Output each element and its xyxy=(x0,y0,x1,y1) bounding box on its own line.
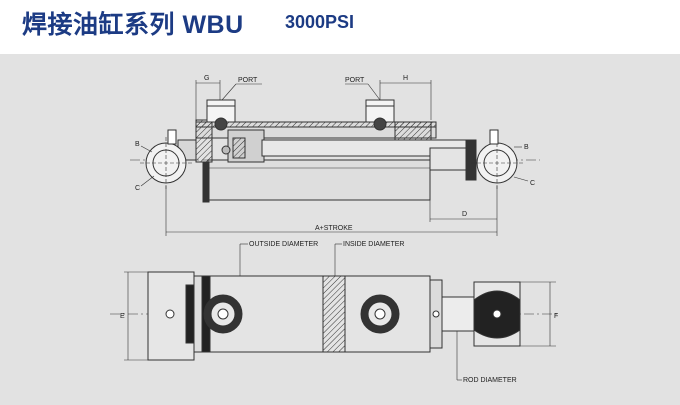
outside-diameter-label: OUTSIDE DIAMETER xyxy=(249,241,318,248)
inside-diameter-label: INSIDE DIAMETER xyxy=(343,241,404,248)
dim-c-left-label: C xyxy=(135,185,140,192)
dim-f-label: F xyxy=(554,313,558,320)
dim-c-right-label: C xyxy=(530,180,535,187)
dim-e-label: E xyxy=(120,313,125,320)
port-right-label: PORT xyxy=(345,77,365,84)
dim-b-left-label: B xyxy=(135,141,140,148)
dim-h-label: H xyxy=(403,75,408,82)
top-view xyxy=(110,243,560,381)
side-section-view xyxy=(130,80,540,236)
header: 焊接油缸系列 WBU 3000PSI xyxy=(0,0,680,52)
dim-b-right-label: B xyxy=(524,144,529,151)
page-title: 焊接油缸系列 WBU xyxy=(22,11,244,39)
pressure-rating: 3000PSI xyxy=(285,12,355,32)
rod-diameter-label: ROD DIAMETER xyxy=(463,377,517,384)
dim-g-label: G xyxy=(204,75,209,82)
dim-d-label: D xyxy=(462,211,467,218)
port-left-label: PORT xyxy=(238,77,258,84)
dim-a-stroke-label: A+STROKE xyxy=(315,225,353,232)
